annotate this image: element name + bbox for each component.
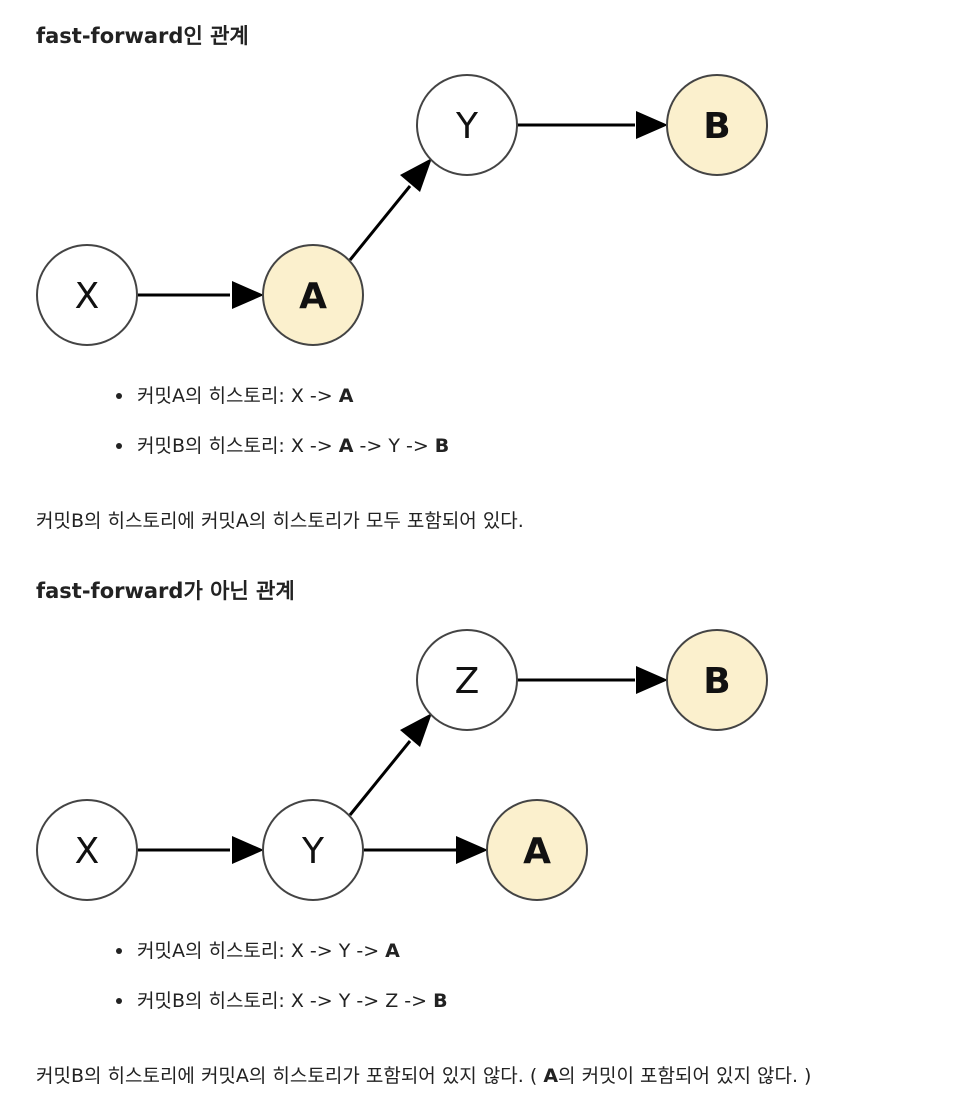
- arrowhead-y-b: [636, 111, 668, 139]
- arrowhead-x-y: [232, 836, 264, 864]
- history-bold: A: [338, 385, 354, 407]
- node-y: Y: [416, 74, 518, 176]
- history-text: -> Y ->: [353, 435, 435, 457]
- non-fast-forward-diagram: X Y Z B A: [0, 615, 968, 915]
- conclusion-text: 커밋B의 히스토리에 커밋A의 히스토리가 포함되어 있지 않다. (: [36, 1065, 544, 1087]
- section1-title: fast-forward인 관계: [36, 24, 249, 48]
- history-text: 커밋B의 히스토리: X -> Y -> Z ->: [137, 990, 434, 1012]
- history-bold: B: [433, 990, 448, 1012]
- node-b-label: B: [703, 661, 730, 702]
- history-text: 커밋A의 히스토리: X ->: [137, 385, 339, 407]
- list-item: 커밋A의 히스토리: X -> A: [0, 383, 449, 433]
- node-a: A: [486, 799, 588, 901]
- fast-forward-diagram: X A Y B: [0, 60, 968, 360]
- history-bold: B: [434, 435, 450, 457]
- node-a-label: A: [299, 276, 327, 317]
- history-bold: A: [385, 940, 400, 962]
- arrowhead-y-z: [400, 713, 432, 747]
- node-z: Z: [416, 629, 518, 731]
- edge-a-y: [348, 185, 412, 261]
- arrowhead-z-b: [636, 666, 668, 694]
- node-x-label: X: [75, 831, 100, 872]
- node-a: A: [262, 244, 364, 346]
- node-x: X: [36, 244, 138, 346]
- section1-conclusion: 커밋B의 히스토리에 커밋A의 히스토리가 모두 포함되어 있다.: [36, 510, 524, 532]
- node-x: X: [36, 799, 138, 901]
- list-item: 커밋A의 히스토리: X -> Y -> A: [0, 938, 448, 988]
- arrowhead-y-a: [456, 836, 488, 864]
- node-a-label: A: [523, 831, 551, 872]
- arrowhead-x-a: [232, 281, 264, 309]
- history-text: 커밋A의 히스토리: X -> Y ->: [137, 940, 386, 962]
- section2-title: fast-forward가 아닌 관계: [36, 579, 295, 603]
- history-text: 커밋B의 히스토리: X ->: [137, 435, 339, 457]
- node-b: B: [666, 74, 768, 176]
- history-bold: A: [338, 435, 354, 457]
- section2-conclusion: 커밋B의 히스토리에 커밋A의 히스토리가 포함되어 있지 않다. ( A의 커…: [36, 1061, 811, 1088]
- edge-y-z: [348, 740, 412, 816]
- section1-bullet-list: 커밋A의 히스토리: X -> A 커밋B의 히스토리: X -> A -> Y…: [0, 383, 449, 483]
- node-y-label: Y: [301, 831, 325, 872]
- arrowhead-a-y: [400, 158, 432, 192]
- node-y-label: Y: [455, 106, 479, 147]
- node-y: Y: [262, 799, 364, 901]
- node-x-label: X: [75, 276, 100, 317]
- section2-bullet-list: 커밋A의 히스토리: X -> Y -> A 커밋B의 히스토리: X -> Y…: [0, 938, 448, 1038]
- node-b-label: B: [703, 106, 730, 147]
- list-item: 커밋B의 히스토리: X -> Y -> Z -> B: [0, 988, 448, 1038]
- list-item: 커밋B의 히스토리: X -> A -> Y -> B: [0, 433, 449, 483]
- conclusion-bold: A: [543, 1065, 559, 1087]
- conclusion-text: 의 커밋이 포함되어 있지 않다. ): [558, 1065, 812, 1087]
- node-z-label: Z: [455, 661, 480, 702]
- node-b: B: [666, 629, 768, 731]
